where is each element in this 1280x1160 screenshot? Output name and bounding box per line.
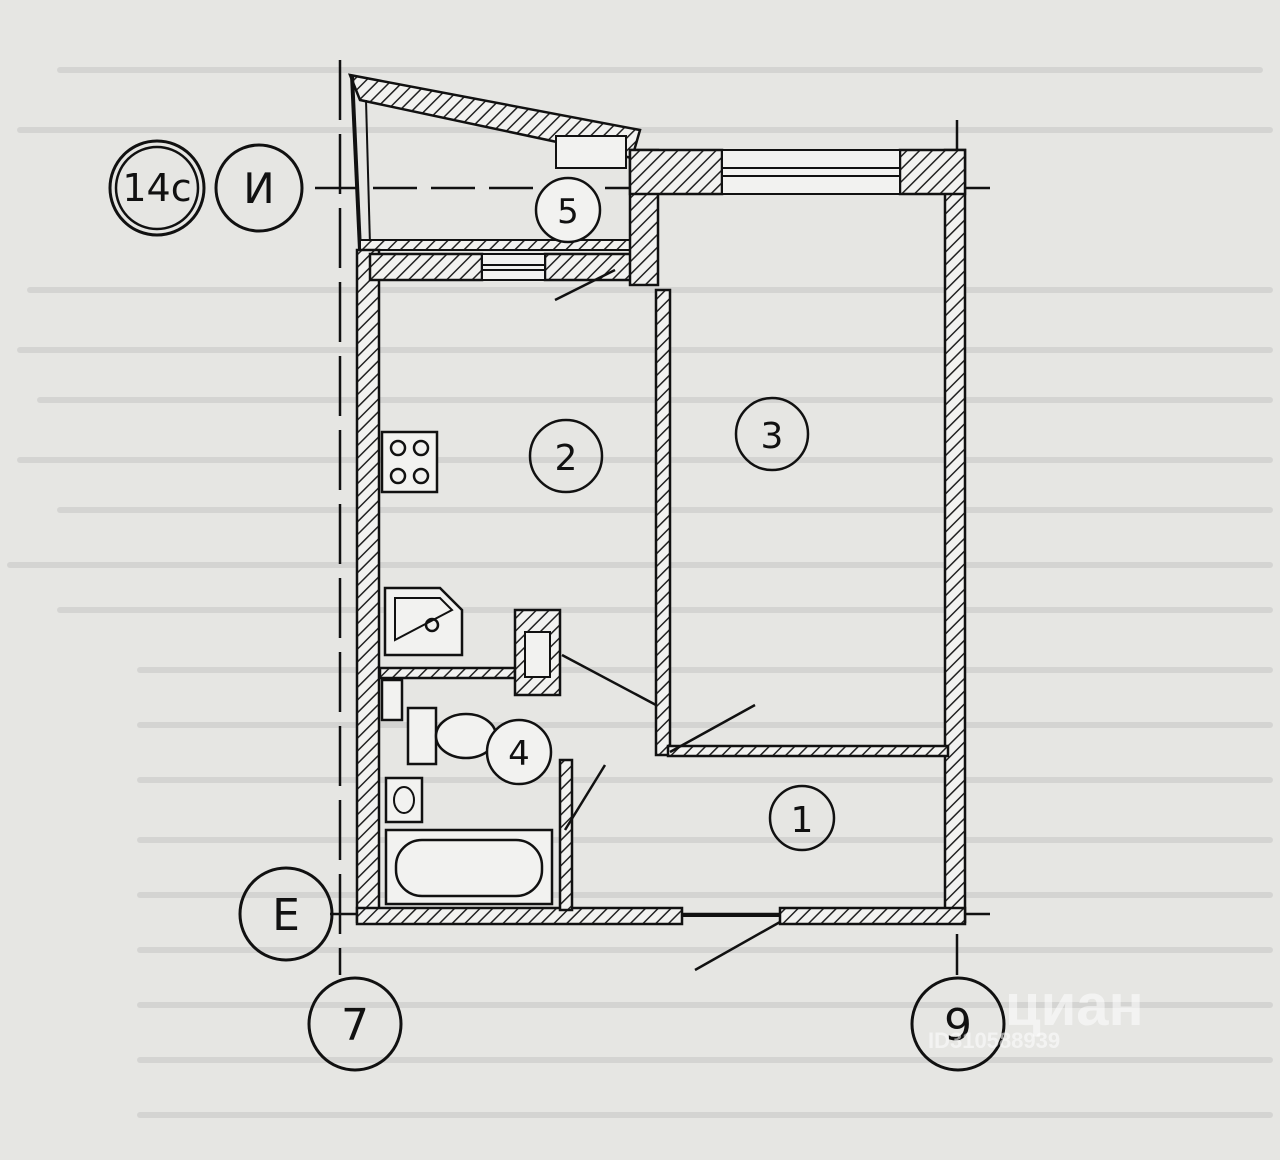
wall-bath-right bbox=[558, 758, 574, 912]
room-number-3: 3 bbox=[761, 416, 784, 457]
room-number-1: 1 bbox=[791, 800, 814, 841]
axis-bubble-e: Е bbox=[238, 866, 334, 962]
wall-left bbox=[355, 248, 381, 924]
wall-top-room3-left bbox=[628, 148, 724, 196]
wall-bottom-right bbox=[778, 906, 967, 926]
window-kitchen bbox=[481, 253, 546, 281]
axis-label-7: 7 bbox=[341, 1000, 369, 1051]
room-number-4: 4 bbox=[508, 734, 530, 774]
room-label-3: 3 bbox=[734, 396, 810, 472]
axis-label-14c: 14с bbox=[122, 166, 191, 210]
watermark: циан ID310588939 bbox=[928, 973, 1144, 1053]
appliance-slot bbox=[380, 678, 404, 722]
room-label-1: 1 bbox=[768, 784, 836, 852]
axis-label-i: И bbox=[243, 164, 274, 213]
wall-bath-top bbox=[378, 666, 517, 680]
watermark-brand: циан bbox=[1005, 973, 1144, 1038]
stove-icon bbox=[380, 430, 439, 494]
room-number-5: 5 bbox=[557, 192, 579, 232]
background-texture bbox=[7, 67, 1273, 1118]
wall-top-kitchen-right bbox=[543, 252, 637, 282]
wall-partition-horizontal bbox=[666, 744, 950, 758]
window-room3 bbox=[721, 149, 901, 195]
door-room3 bbox=[669, 703, 756, 754]
wall-right bbox=[943, 148, 967, 924]
axis-bubble-i: И bbox=[214, 143, 304, 233]
axis-label-e: Е bbox=[272, 890, 300, 941]
doors bbox=[554, 268, 781, 972]
fixtures bbox=[380, 430, 554, 906]
wall-bottom-left bbox=[355, 906, 684, 926]
door-entrance bbox=[694, 920, 781, 972]
door-room2 bbox=[561, 653, 657, 707]
room-label-2: 2 bbox=[528, 418, 604, 494]
door-balcony bbox=[554, 268, 616, 302]
bathtub-icon bbox=[384, 828, 554, 906]
room-number-2: 2 bbox=[555, 438, 578, 479]
basin-icon bbox=[384, 776, 424, 824]
toilet-icon bbox=[406, 706, 498, 766]
windows bbox=[481, 149, 901, 281]
axis-bubble-7: 7 bbox=[307, 976, 403, 1072]
axis-bubble-9: 9 bbox=[910, 976, 1006, 1072]
watermark-id: ID310588939 bbox=[928, 1028, 1060, 1053]
wall-top-room3-right bbox=[898, 148, 967, 196]
axis-label-9: 9 bbox=[944, 1000, 972, 1051]
room-label-5: 5 bbox=[534, 176, 602, 244]
walls bbox=[355, 148, 967, 926]
door-bathroom bbox=[563, 764, 607, 831]
room-label-4: 4 bbox=[485, 718, 553, 786]
kitchen-sink-icon bbox=[383, 586, 464, 657]
wall-top-kitchen bbox=[368, 252, 484, 282]
axis-bubble-14c: 14с bbox=[108, 139, 206, 237]
wall-partition-vertical bbox=[654, 288, 672, 757]
